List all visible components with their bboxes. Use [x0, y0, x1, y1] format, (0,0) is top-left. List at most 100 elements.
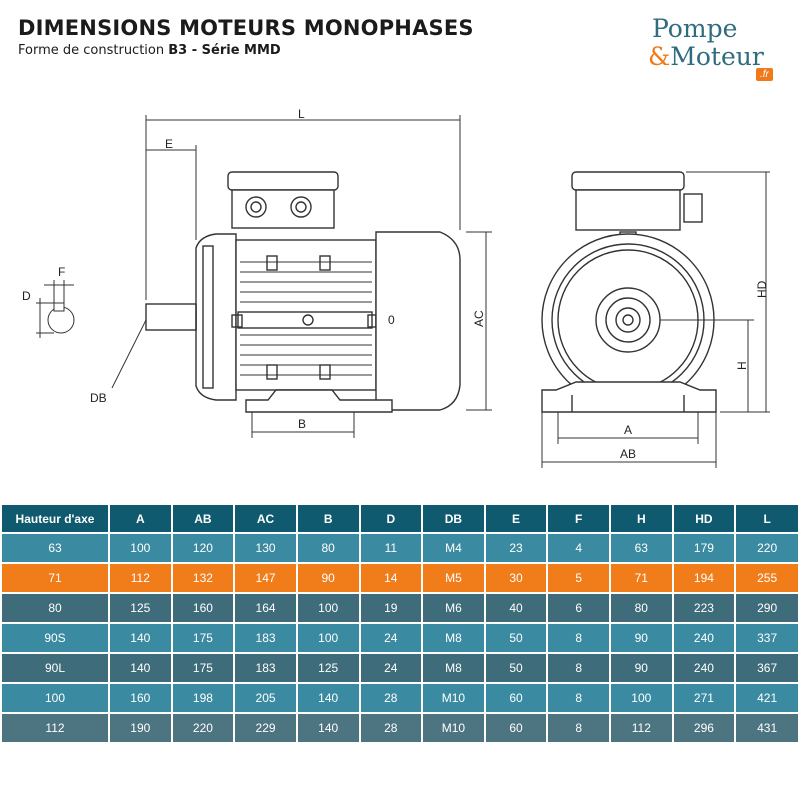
- table-cell: 223: [672, 592, 737, 623]
- table-cell: 90: [296, 562, 361, 593]
- logo-ampersand: &: [648, 42, 671, 71]
- subtitle-series: B3 - Série MMD: [168, 43, 281, 58]
- col-header: D: [359, 505, 424, 533]
- table-cell: 100: [610, 682, 674, 713]
- front-dimension-lines: [541, 171, 770, 468]
- table-cell: 337: [735, 622, 798, 653]
- table-cell: M10: [422, 682, 486, 713]
- table-cell: 112: [2, 712, 110, 742]
- table-cell: 112: [610, 712, 674, 742]
- table-cell: 90: [610, 652, 674, 683]
- table-cell: 194: [672, 562, 737, 593]
- table-cell: 80: [610, 592, 674, 623]
- logo-line2: &Moteur: [648, 42, 764, 71]
- label-F: F: [58, 265, 65, 279]
- table-cell: 140: [109, 622, 173, 653]
- table-cell: 100: [109, 532, 173, 563]
- table-cell: 6: [547, 592, 611, 623]
- page-subtitle: Forme de construction B3 - Série MMD: [18, 43, 281, 58]
- label-L: L: [298, 107, 305, 121]
- table-cell: 90S: [2, 622, 110, 653]
- table-cell: M4: [422, 532, 486, 563]
- label-D: D: [22, 289, 31, 303]
- table-cell: 140: [296, 682, 361, 713]
- page-title: DIMENSIONS MOTEURS MONOPHASES: [18, 16, 474, 40]
- table-cell: 8: [547, 682, 611, 713]
- col-header: B: [296, 505, 361, 533]
- label-AB: AB: [620, 447, 636, 461]
- table-cell: 255: [735, 562, 798, 593]
- table-cell: 8: [547, 622, 611, 653]
- table-cell: 220: [735, 532, 798, 563]
- col-header: E: [484, 505, 549, 533]
- table-cell: 11: [359, 532, 424, 563]
- table-cell: 164: [234, 592, 298, 623]
- table-cell: 160: [171, 592, 236, 623]
- table-cell: 140: [109, 652, 173, 683]
- table-cell: 240: [672, 652, 737, 683]
- table-cell: M5: [422, 562, 486, 593]
- col-header: F: [547, 505, 611, 533]
- col-header: H: [610, 505, 674, 533]
- side-dimension-lines: [111, 115, 492, 438]
- table-cell: M8: [422, 652, 486, 683]
- col-header: L: [735, 505, 798, 533]
- table-cell: 63: [2, 532, 110, 563]
- table-cell: 100: [2, 682, 110, 713]
- table-cell: 40: [484, 592, 549, 623]
- table-cell: 120: [171, 532, 236, 563]
- table-cell: 125: [296, 652, 361, 683]
- table-cell: 147: [234, 562, 298, 593]
- table-cell: 431: [735, 712, 798, 742]
- table-cell: 100: [296, 592, 361, 623]
- logo-moteur: Moteur: [670, 42, 764, 71]
- table-cell: 183: [234, 652, 298, 683]
- table-header-row: Hauteur d'axe A AB AC B D DB E F H HD L: [2, 505, 798, 533]
- col-header: AC: [234, 505, 298, 533]
- table-cell: 112: [109, 562, 173, 593]
- table-cell: 71: [2, 562, 110, 593]
- motor-side-view: [145, 171, 461, 413]
- col-header: DB: [422, 505, 486, 533]
- motor-front-view: [541, 171, 717, 413]
- table-cell: 240: [672, 622, 737, 653]
- table-cell: M6: [422, 592, 486, 623]
- table-cell: 160: [109, 682, 173, 713]
- table-cell: 50: [484, 652, 549, 683]
- logo-line1: Pompe: [652, 14, 738, 43]
- table-cell: 179: [672, 532, 737, 563]
- col-header: HD: [672, 505, 737, 533]
- table-cell: 30: [484, 562, 549, 593]
- table-cell: 8: [547, 712, 611, 742]
- subtitle-prefix: Forme de construction: [18, 43, 169, 58]
- table-cell: 220: [171, 712, 236, 742]
- table-cell: 5: [547, 562, 611, 593]
- table-cell: 190: [109, 712, 173, 742]
- table-cell: 71: [610, 562, 674, 593]
- table-cell: 24: [359, 622, 424, 653]
- table-cell: 60: [484, 682, 549, 713]
- table-cell: 80: [296, 532, 361, 563]
- table-cell: 100: [296, 622, 361, 653]
- table-cell: 198: [171, 682, 236, 713]
- table-cell: 175: [171, 622, 236, 653]
- label-DB: DB: [90, 391, 107, 405]
- table-cell: 290: [735, 592, 798, 623]
- table-cell: 90L: [2, 652, 110, 683]
- table-cell: 130: [234, 532, 298, 563]
- table-cell: 421: [735, 682, 798, 713]
- label-AC: AC: [472, 310, 486, 327]
- label-B: B: [298, 417, 306, 431]
- table-cell: 80: [2, 592, 110, 623]
- table-cell: 24: [359, 652, 424, 683]
- table-cell: 132: [171, 562, 236, 593]
- table-cell: 271: [672, 682, 737, 713]
- table-cell: 205: [234, 682, 298, 713]
- table-cell: 28: [359, 712, 424, 742]
- table-cell: 296: [672, 712, 737, 742]
- table-cell: 175: [171, 652, 236, 683]
